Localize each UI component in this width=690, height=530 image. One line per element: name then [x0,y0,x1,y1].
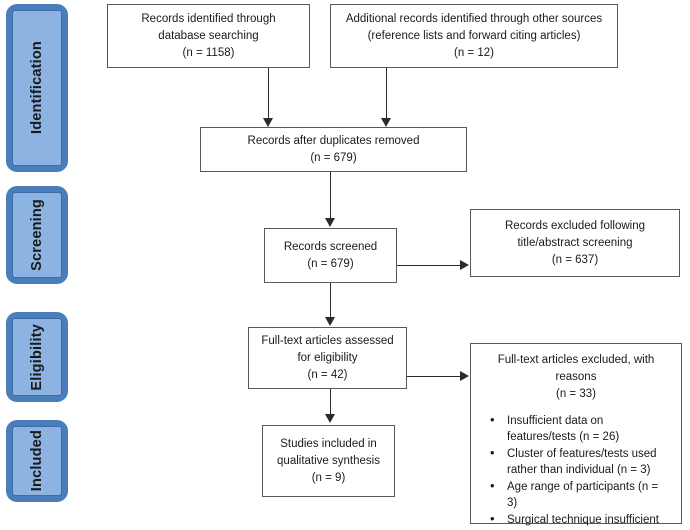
connector-other-down-stub [386,68,387,120]
connector-duplicates-to-screened-arrowhead [325,218,335,227]
box-duplicates-removed-line1: Records after duplicates removed [247,134,420,147]
box-records-screened-line1: Records screened [283,240,378,253]
box-fulltext-assessed-line2: for eligibility [297,351,358,364]
stage-tab-identification-label: Identification [29,41,45,135]
box-fulltext-excluded-line2: reasons [555,371,597,383]
connector-screened-to-excluded [397,265,461,266]
box-records-screened-line2: (n = 679) [307,257,354,270]
stage-tab-identification-inner: Identification [12,10,62,166]
exclusion-reason-list: Insufficient data on features/tests (n =… [477,412,675,530]
connector-db-arrowhead [263,118,273,127]
connector-other-arrowhead [381,118,391,127]
box-studies-included[interactable]: Studies included in qualitative synthesi… [262,425,395,497]
box-fulltext-excluded-line3: (n = 33) [556,388,596,400]
stage-tab-included[interactable]: Included [6,420,68,502]
stage-tab-included-label: Included [29,430,45,492]
box-studies-included-line1: Studies included in [280,437,377,450]
connector-db-down-stub [268,68,269,120]
stage-tab-identification[interactable]: Identification [6,4,68,172]
box-duplicates-removed[interactable]: Records after duplicates removed (n = 67… [200,127,467,172]
box-records-excluded[interactable]: Records excluded following title/abstrac… [470,209,680,277]
stage-tab-eligibility[interactable]: Eligibility [6,312,68,402]
box-other-sources-line1: Additional records identified through ot… [345,12,603,25]
box-database-search-line1: Records identified through [141,12,276,25]
connector-fulltext-to-included-arrowhead [325,414,335,423]
box-fulltext-assessed[interactable]: Full-text articles assessed for eligibil… [248,327,407,389]
box-fulltext-excluded-line1: Full-text articles excluded, with [497,354,655,366]
connector-screened-to-fulltext [330,283,331,319]
box-database-search[interactable]: Records identified through database sear… [107,4,310,68]
box-fulltext-assessed-line1: Full-text articles assessed [261,334,394,347]
stage-tab-screening-inner: Screening [12,192,62,278]
box-studies-included-line2: qualitative synthesis [277,454,380,467]
box-studies-included-line3: (n = 9) [311,471,346,484]
stage-tab-eligibility-label: Eligibility [29,323,45,391]
box-fulltext-excluded[interactable]: Full-text articles excluded, with reason… [470,343,682,527]
stage-tab-screening-label: Screening [29,199,45,271]
exclusion-reason-item: Surgical technique insufficient to confi… [490,511,671,530]
box-other-sources[interactable]: Additional records identified through ot… [330,4,618,68]
box-records-excluded-line3: (n = 637) [551,253,599,266]
connector-fulltext-to-excluded-arrowhead [460,371,469,381]
box-database-search-line2: database searching [158,29,259,42]
box-database-search-line3: (n = 1158) [182,46,235,59]
box-fulltext-assessed-line3: (n = 42) [307,368,348,381]
box-duplicates-removed-line2: (n = 679) [310,151,357,164]
connector-screened-to-fulltext-arrowhead [325,317,335,326]
stage-tab-screening[interactable]: Screening [6,186,68,284]
box-fulltext-excluded-title: Full-text articles excluded, with reason… [477,352,675,403]
exclusion-reason-item: Insufficient data on features/tests (n =… [490,412,671,445]
box-records-screened[interactable]: Records screened (n = 679) [264,228,397,283]
connector-fulltext-to-included [330,389,331,416]
box-other-sources-line3: (n = 12) [454,46,494,59]
connector-duplicates-to-screened [330,172,331,219]
connector-screened-to-excluded-arrowhead [460,260,469,270]
box-other-sources-line2: (reference lists and forward citing arti… [367,29,581,42]
stage-tab-eligibility-inner: Eligibility [12,318,62,396]
box-records-excluded-line2: title/abstract screening [517,236,633,249]
exclusion-reason-item: Cluster of features/tests used rather th… [490,445,671,478]
exclusion-reason-item: Age range of participants (n = 3) [490,478,671,511]
box-records-excluded-line1: Records excluded following [505,219,645,232]
connector-fulltext-to-excluded [407,376,461,377]
stage-tab-included-inner: Included [12,426,62,496]
